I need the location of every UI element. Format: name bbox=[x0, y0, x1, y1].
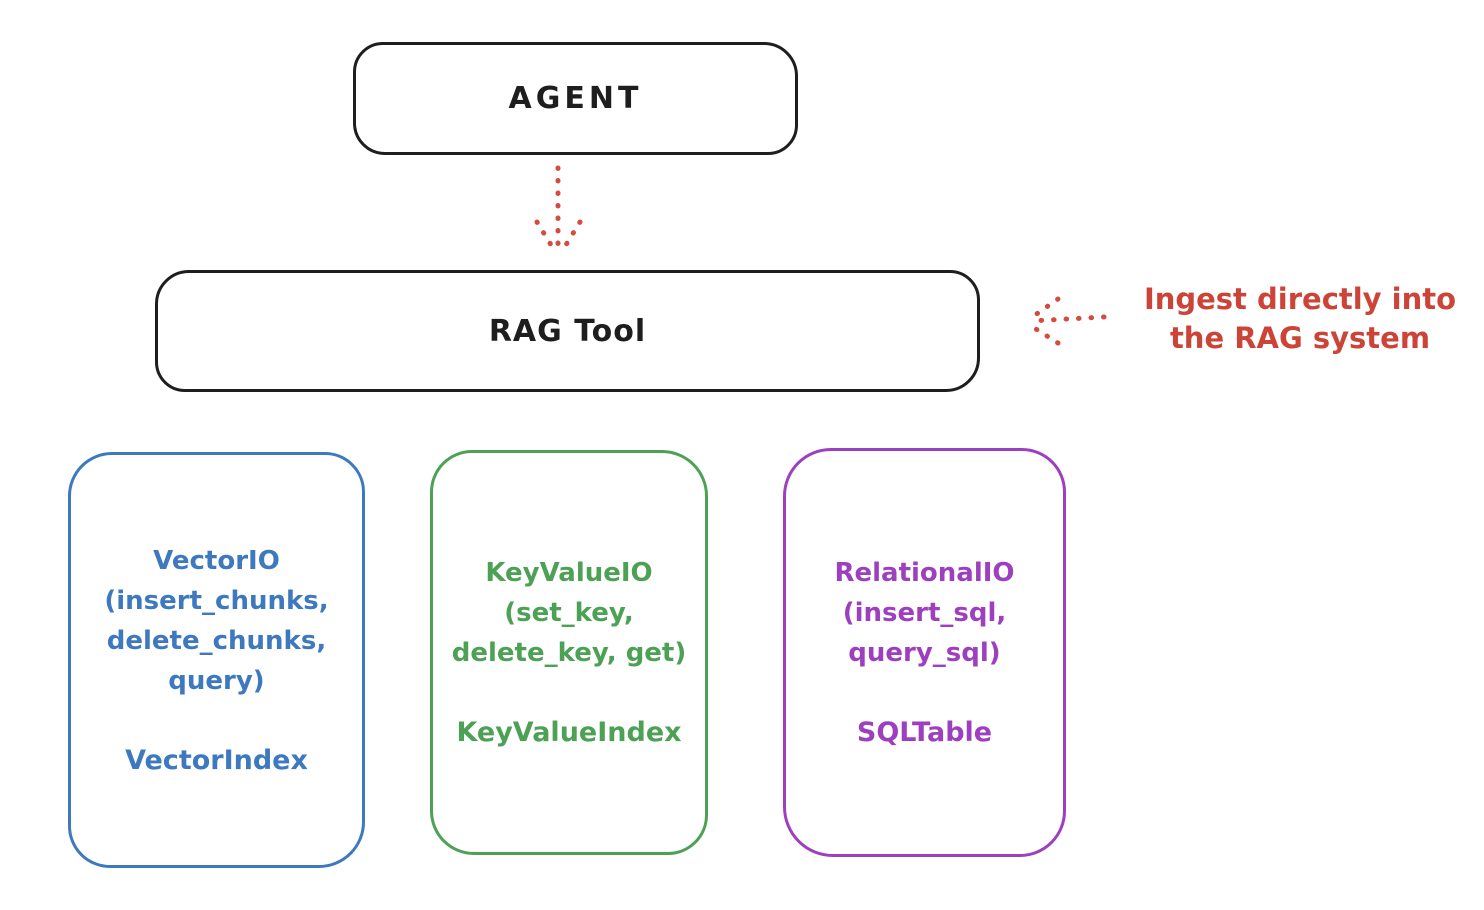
keyvalue-io-methods-line2: delete_key, get) bbox=[451, 638, 687, 668]
vector-index-label: VectorIndex bbox=[125, 745, 308, 776]
keyvalue-io-title: KeyValueIO bbox=[485, 558, 653, 588]
annotation-to-rag-arrow bbox=[1025, 296, 1107, 346]
agent-node: AGENT bbox=[353, 42, 798, 155]
vector-io-methods-line2: delete_chunks, bbox=[106, 626, 327, 656]
ingest-annotation-line2: the RAG system bbox=[1169, 321, 1431, 355]
keyvalue-io-node: KeyValueIO (set_key, delete_key, get) Ke… bbox=[430, 450, 708, 855]
rag-tool-node-label: RAG Tool bbox=[488, 313, 647, 349]
vector-io-node: VectorIO (insert_chunks, delete_chunks, … bbox=[68, 452, 365, 868]
relational-io-methods-line2: query_sql) bbox=[848, 638, 1001, 668]
relational-io-title: RelationalIO bbox=[834, 558, 1015, 588]
relational-io-node: RelationalIO (insert_sql, query_sql) SQL… bbox=[783, 448, 1066, 857]
ingest-annotation-line1: Ingest directly into bbox=[1143, 282, 1457, 316]
agent-node-label: AGENT bbox=[508, 81, 643, 116]
keyvalue-io-methods-line1: (set_key, bbox=[504, 598, 634, 628]
vector-io-methods-line1: (insert_chunks, bbox=[104, 586, 329, 616]
keyvalue-index-label: KeyValueIndex bbox=[456, 717, 682, 748]
vector-io-methods-line3: query) bbox=[168, 666, 265, 696]
ingest-annotation: Ingest directly into the RAG system bbox=[1125, 280, 1475, 358]
rag-tool-node: RAG Tool bbox=[155, 270, 980, 392]
sql-table-label: SQLTable bbox=[856, 717, 993, 748]
relational-io-methods-line1: (insert_sql, bbox=[842, 598, 1007, 628]
vector-io-title: VectorIO bbox=[153, 546, 280, 576]
agent-to-rag-arrow bbox=[534, 165, 583, 256]
